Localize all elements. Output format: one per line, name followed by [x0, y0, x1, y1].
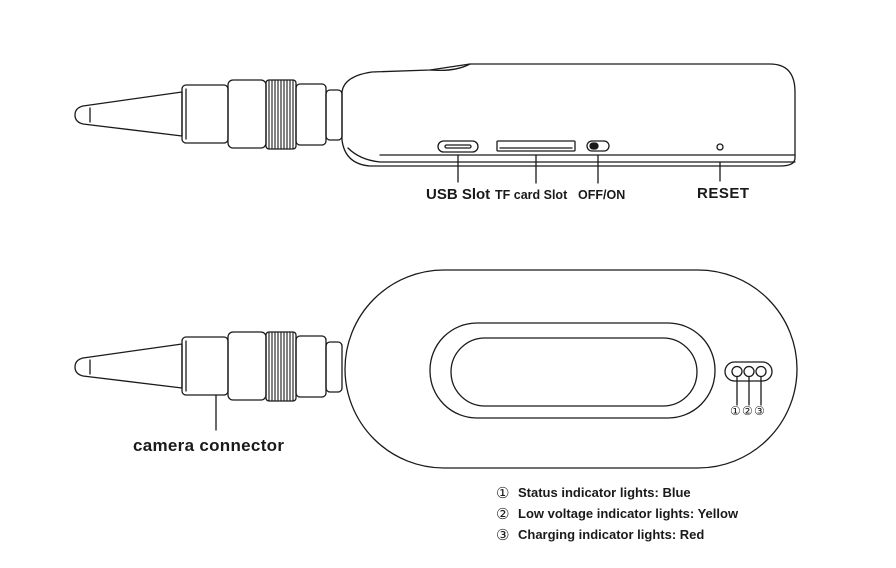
device-body-front	[344, 269, 798, 469]
front-view	[74, 269, 798, 469]
threaded-nut-side	[265, 79, 297, 150]
probe-tip-side	[74, 91, 183, 137]
legend-text: Charging indicator lights: Red	[518, 527, 705, 542]
legend-item: ② Low voltage indicator lights: Yellow	[496, 503, 738, 524]
indicator-number-2: ②	[742, 404, 753, 418]
legend-item: ③ Charging indicator lights: Red	[496, 524, 738, 545]
legend-text: Low voltage indicator lights: Yellow	[518, 506, 739, 521]
indicator-light-3	[755, 365, 767, 378]
indicator-light-1	[731, 365, 743, 378]
threaded-nut-front	[265, 331, 297, 402]
power-switch	[586, 140, 610, 152]
probe-tube-side	[181, 84, 229, 144]
legend-number: ②	[496, 504, 510, 523]
tf-card-slot-label: TF card Slot	[495, 188, 568, 202]
indicator-number-3: ③	[754, 404, 765, 418]
tf-card-slot	[496, 140, 576, 152]
device-body-side	[341, 63, 796, 167]
indicator-light-2	[743, 365, 755, 378]
legend-item: ① Status indicator lights: Blue	[496, 482, 738, 503]
usb-slot-label: USB Slot	[426, 186, 491, 203]
legend-number: ①	[496, 483, 510, 502]
legend-text: Status indicator lights: Blue	[518, 485, 691, 500]
indicator-legend: ① Status indicator lights: Blue ② Low vo…	[496, 482, 738, 545]
probe-collar-side	[227, 79, 267, 149]
usb-slot	[437, 140, 479, 153]
side-view	[74, 63, 796, 184]
display-frame	[429, 322, 716, 419]
camera-connector-label: camera connector	[133, 436, 285, 455]
display-inner	[450, 337, 698, 407]
off-on-label: OFF/ON	[578, 188, 626, 202]
probe-tip-front	[74, 343, 183, 389]
reset-label: RESET	[697, 185, 750, 202]
indicator-number-1: ①	[730, 404, 741, 418]
reset-hole	[716, 143, 724, 151]
legend-number: ③	[496, 525, 510, 544]
